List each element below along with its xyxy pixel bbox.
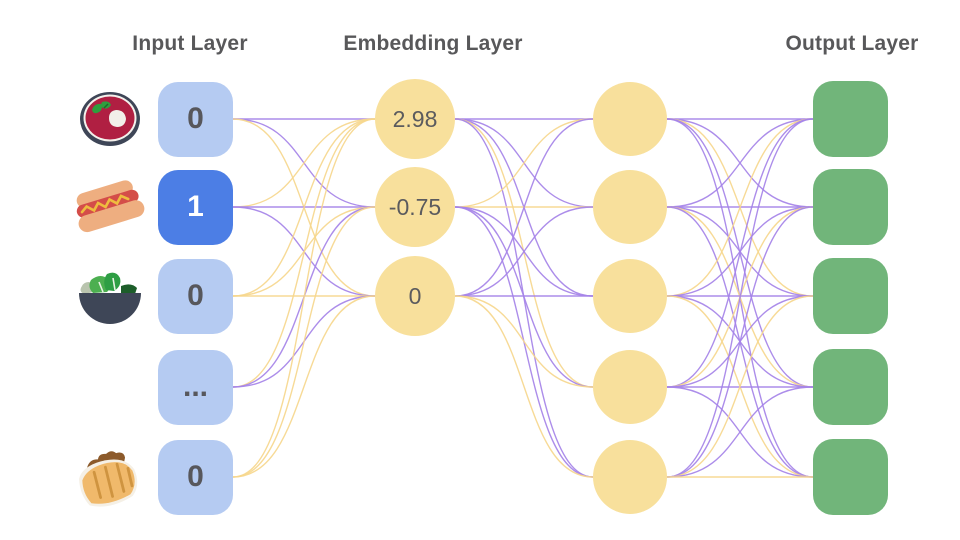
edge-input-embedding-3-0 — [232, 118, 376, 388]
hidden-node-2 — [593, 259, 667, 333]
edge-embedding-hidden-2-1 — [454, 206, 594, 297]
output-node-0 — [813, 81, 888, 157]
input-node-value: 0 — [187, 279, 204, 312]
edge-embedding-hidden-1-0 — [454, 118, 594, 208]
edge-input-embedding-4-1 — [232, 206, 376, 478]
edge-input-embedding-1-0 — [232, 118, 376, 208]
output-node-1 — [813, 169, 888, 245]
hidden-node-4 — [593, 440, 667, 514]
edge-hidden-output-4-2 — [666, 295, 814, 478]
input-node-4: 0 — [158, 439, 233, 515]
edge-embedding-hidden-0-3 — [454, 118, 594, 388]
borscht-icon — [80, 92, 140, 146]
edge-embedding-hidden-2-3 — [454, 295, 594, 388]
input-node-value: 1 — [187, 190, 204, 223]
edge-hidden-output-4-1 — [666, 206, 814, 478]
embedding-node-value: 0 — [408, 282, 422, 309]
edge-hidden-output-2-0 — [666, 118, 814, 297]
hidden-node-1 — [593, 170, 667, 244]
edge-hidden-output-1-0 — [666, 118, 814, 208]
input-node-3: ... — [158, 349, 233, 425]
edge-embedding-hidden-1-3 — [454, 206, 594, 388]
output-layer-title: Output Layer — [785, 32, 919, 55]
edge-hidden-output-4-0 — [666, 118, 814, 478]
hidden-node-0 — [593, 82, 667, 156]
edge-hidden-output-4-3 — [666, 386, 814, 478]
input-node-value: 0 — [187, 460, 204, 493]
input-node-value: ... — [182, 370, 208, 403]
edge-input-embedding-4-2 — [232, 295, 376, 478]
embedding-node-value: -0.75 — [388, 193, 442, 220]
edge-input-embedding-2-0 — [232, 118, 376, 297]
embedding-node-0: 2.98 — [375, 79, 455, 159]
input-layer-title: Input Layer — [132, 32, 248, 55]
input-node-value: 0 — [187, 102, 204, 135]
output-node-4 — [813, 439, 888, 515]
hidden-node-3 — [593, 350, 667, 424]
edge-input-embedding-4-0 — [232, 118, 376, 478]
embedding-node-value: 2.98 — [392, 105, 438, 132]
input-node-1: 1 — [158, 169, 233, 245]
input-node-2: 0 — [158, 258, 233, 334]
edge-embedding-hidden-2-0 — [454, 118, 594, 297]
edge-embedding-hidden-2-4 — [454, 295, 594, 478]
embedding-node-1: -0.75 — [375, 167, 455, 247]
input-node-0: 0 — [158, 81, 233, 157]
output-node-2 — [813, 258, 888, 334]
embedding-node-2: 0 — [375, 256, 455, 336]
edge-hidden-output-3-0 — [666, 118, 814, 388]
hot-dog-icon — [76, 180, 145, 233]
pita-icon — [79, 451, 138, 507]
salad-icon — [79, 272, 141, 324]
embedding-layer-title: Embedding Layer — [343, 32, 523, 55]
output-node-3 — [813, 349, 888, 425]
